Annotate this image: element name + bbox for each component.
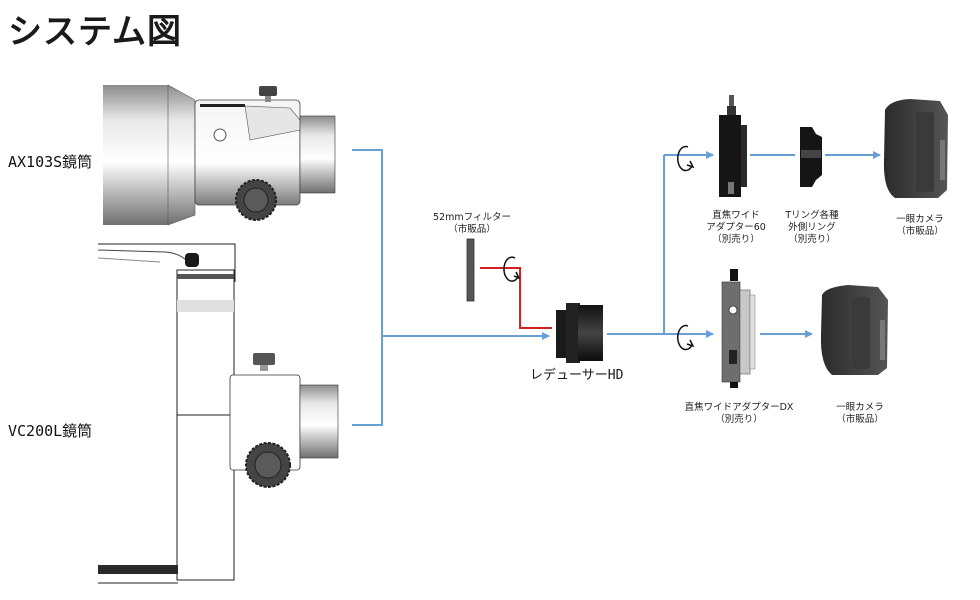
rotation-icon <box>677 324 695 351</box>
rotation-icon <box>503 256 521 282</box>
page-title: システム図 <box>8 12 182 52</box>
focus-lock-knob-icon <box>253 353 275 365</box>
reducer-hd-illustration <box>556 303 603 363</box>
telescope-label-vc200l: VC200L鏡筒 <box>8 422 93 440</box>
filter-illustration <box>466 238 475 302</box>
caption-wide-adapter-dx: 直焦ワイドアダプターDX （別売り） <box>684 402 794 425</box>
caption-wide-adapter-60: 直焦ワイド アダプター60 （別売り） <box>706 210 766 245</box>
t-ring-illustration <box>800 127 822 187</box>
camera-bottom-illustration <box>820 285 888 375</box>
caption-camera-bottom: 一眼カメラ （市販品） <box>836 402 884 425</box>
caption-reducer-hd: レデューサーHD <box>530 368 624 383</box>
wide-adapter-60-illustration <box>719 95 747 197</box>
ax103s-tube-illustration <box>103 84 336 226</box>
rotation-icon <box>677 145 695 172</box>
caption-camera-top: 一眼カメラ （市販品） <box>896 214 944 237</box>
connector-telescopes-to-reducer <box>352 149 550 426</box>
mount-knob-icon <box>185 253 199 267</box>
telescope-label-ax103s: AX103S鏡筒 <box>8 153 93 171</box>
wide-adapter-dx-illustration <box>721 269 756 388</box>
vc200l-tube-illustration <box>97 243 339 584</box>
caption-filter: 52mmフィルター （市販品） <box>433 212 511 235</box>
camera-top-illustration <box>883 99 948 198</box>
connector-filter-to-reducer <box>480 267 552 329</box>
focus-lock-knob-icon <box>259 86 277 96</box>
connector-reducer-to-adapters <box>607 151 881 338</box>
caption-t-ring: Tリング各種 外側リング （別売り） <box>785 210 839 245</box>
